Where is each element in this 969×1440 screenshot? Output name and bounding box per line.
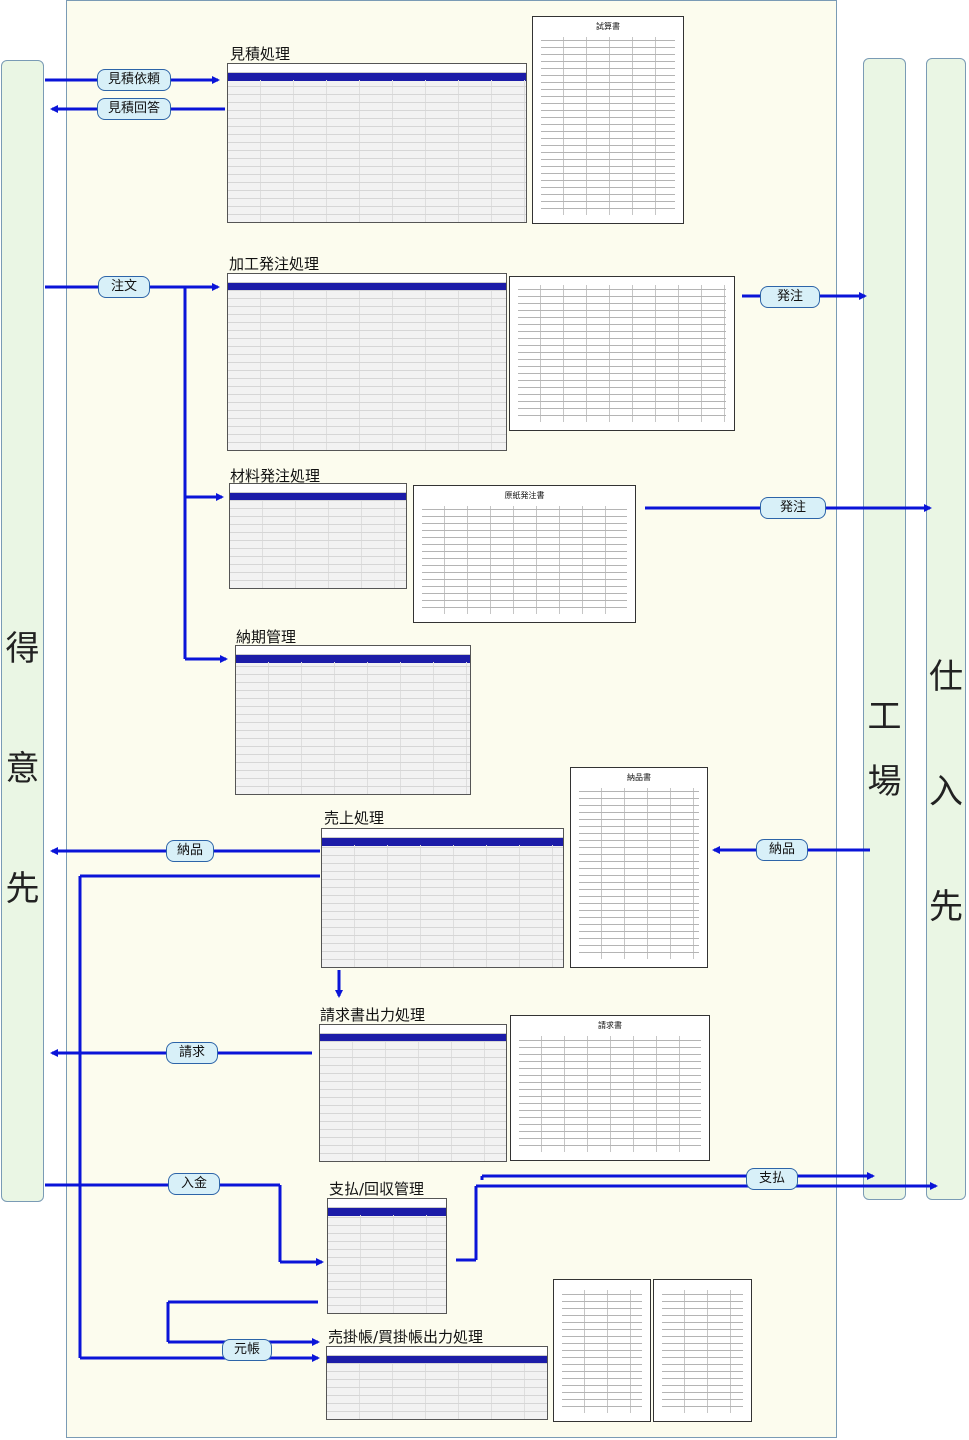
material-order-window[interactable] [229,483,407,589]
supplier-label-1: 仕 [929,657,963,697]
section-material-order: 材料発注処理 [230,467,321,485]
payment-collection-window[interactable] [327,1198,447,1314]
payable-ledger-doc [653,1279,752,1422]
supplier-column: 仕 入 先 [926,58,966,1200]
processing-order-window[interactable] [227,273,507,451]
pill-billing: 請求 [166,1042,218,1064]
customer-label-2: 意 [5,749,40,789]
supplier-label-2: 入 [929,772,963,812]
material-order-doc: 原紙発注書 [413,485,636,623]
section-estimate: 見積処理 [230,45,291,63]
customer-column: 得 意 先 [1,60,44,1202]
estimate-window[interactable] [227,63,527,223]
pill-delivery-to-customer: 納品 [166,840,214,862]
section-processing-order: 加工発注処理 [229,255,320,273]
factory-column: 工 場 [863,58,906,1200]
pill-order-out-1: 発注 [760,286,820,308]
pill-estimate-reply: 見積回答 [97,98,171,120]
section-delivery-mgmt: 納期管理 [236,628,297,646]
section-payment-collection: 支払/回収管理 [329,1180,425,1198]
invoice-title: 請求書 [598,1021,622,1030]
processing-order-doc [509,276,735,431]
delivery-note-title: 納品書 [627,773,651,782]
invoice-output-window[interactable] [319,1024,507,1162]
estimate-sheet-doc: 試算書 [532,16,684,224]
customer-label-3: 先 [5,869,40,909]
factory-label-1: 工 [867,697,902,737]
supplier-label-3: 先 [929,887,963,927]
pill-ledger: 元帳 [222,1339,272,1361]
ledger-output-window[interactable] [326,1346,548,1420]
pill-order-out-2: 発注 [760,497,826,519]
estimate-sheet-title: 試算書 [596,22,620,31]
sales-window[interactable] [321,828,564,968]
pill-order: 注文 [98,276,150,298]
invoice-doc: 請求書 [510,1015,710,1161]
pill-payment: 支払 [746,1168,798,1190]
section-ledger-output: 売掛帳/買掛帳出力処理 [328,1328,484,1346]
pill-receipt: 入金 [168,1173,220,1195]
delivery-note-doc: 納品書 [570,767,708,968]
delivery-mgmt-window[interactable] [235,645,471,795]
material-order-sheet-title: 原紙発注書 [504,491,545,500]
section-sales: 売上処理 [324,809,385,827]
factory-label-2: 場 [867,762,902,802]
pill-delivery-from-supplier: 納品 [756,839,808,861]
pill-estimate-request: 見積依頼 [97,69,171,91]
customer-label-1: 得 [5,629,40,669]
receivable-ledger-doc [553,1279,651,1422]
section-invoice-output: 請求書出力処理 [320,1006,426,1024]
